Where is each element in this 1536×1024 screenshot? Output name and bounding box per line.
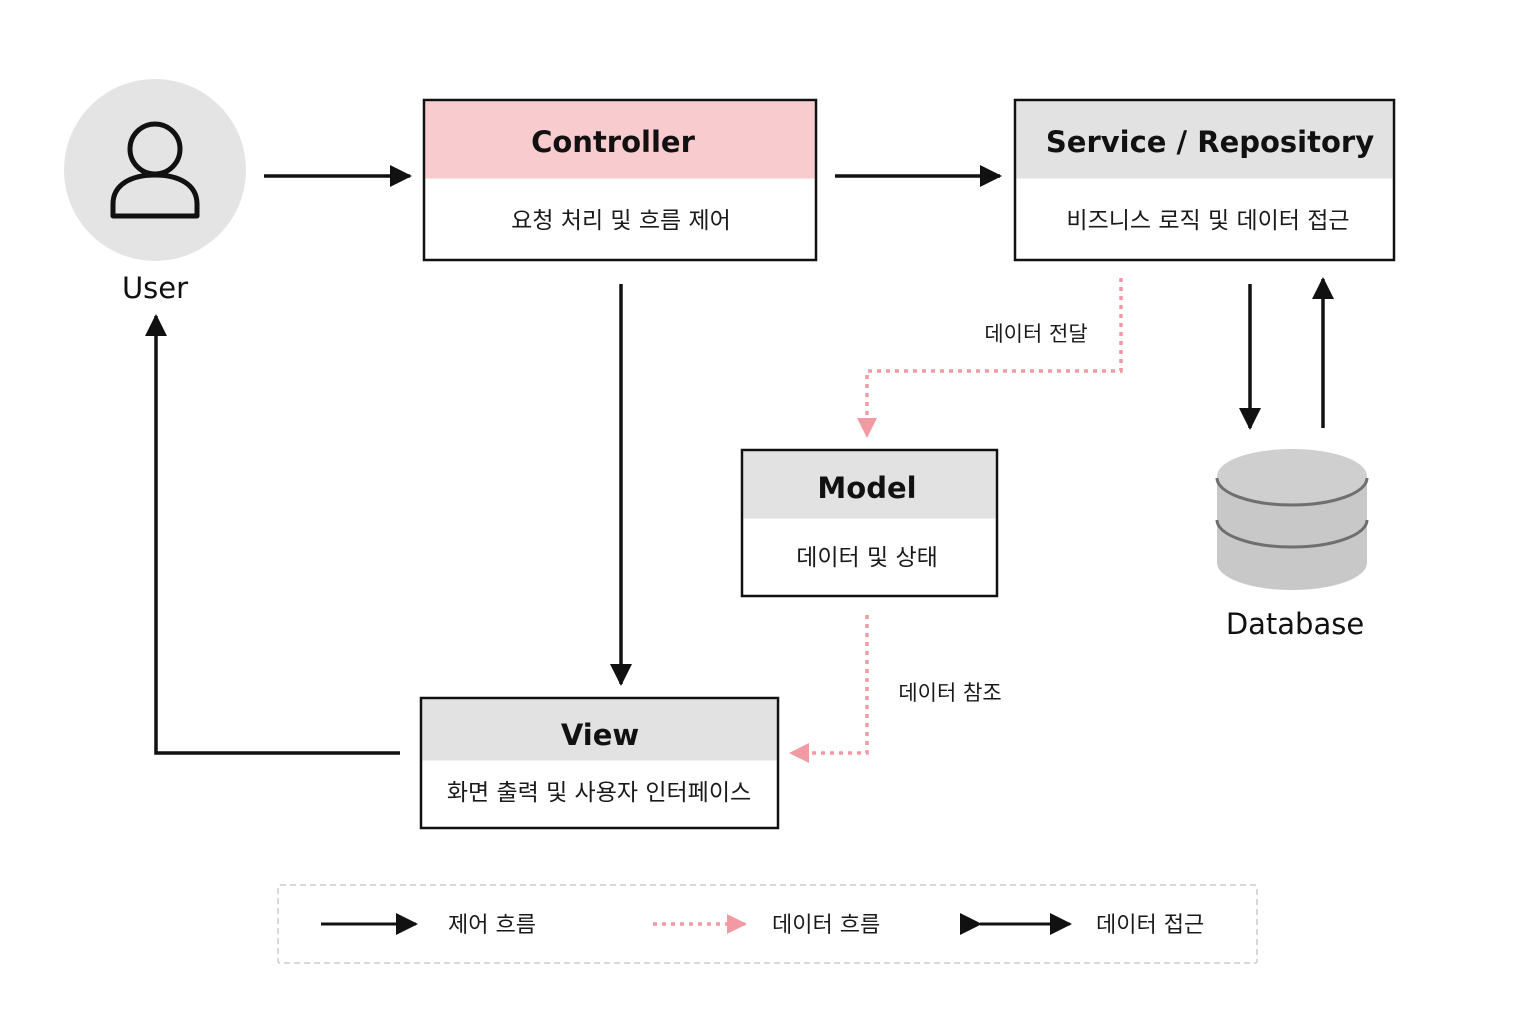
view-box[interactable]: View 화면 출력 및 사용자 인터페이스 [419, 696, 780, 830]
controller-header [425, 101, 815, 179]
legend-control-flow-label: 제어 흐름 [448, 913, 536, 938]
user-label: User [122, 271, 188, 305]
legend-item-control-flow: 제어 흐름 [321, 913, 536, 938]
view-subtitle: 화면 출력 및 사용자 인터페이스 [447, 780, 751, 806]
service-repository-box[interactable]: Service / Repository 비즈니스 로직 및 데이터 접근 [1013, 98, 1396, 262]
database-node[interactable]: Database [1215, 449, 1369, 641]
legend-data-flow-label: 데이터 흐름 [772, 913, 880, 938]
controller-title: Controller [531, 125, 695, 159]
service-subtitle: 비즈니스 로직 및 데이터 접근 [1066, 208, 1349, 234]
legend: 제어 흐름 데이터 흐름 데이터 접근 [277, 884, 1258, 964]
user-avatar-circle [64, 79, 246, 261]
model-box[interactable]: Model 데이터 및 상태 [740, 448, 999, 598]
legend-data-access-label: 데이터 접근 [1096, 913, 1204, 938]
arrow-service-to-model-data [857, 278, 1123, 438]
user-icon [110, 121, 200, 219]
service-header [1016, 101, 1393, 179]
edge-label-data-transfer: 데이터 전달 [984, 322, 1087, 346]
edge-label-data-reference: 데이터 참조 [898, 681, 1001, 705]
arrow-view-to-user [145, 314, 400, 755]
controller-subtitle: 요청 처리 및 흐름 제어 [511, 208, 731, 234]
model-subtitle: 데이터 및 상태 [796, 545, 938, 571]
database-icon [1215, 449, 1369, 590]
arrow-model-to-view-data [789, 615, 869, 763]
database-label: Database [1226, 607, 1364, 641]
service-title: Service / Repository [1046, 125, 1374, 159]
user-node[interactable]: User [64, 79, 246, 305]
legend-frame [277, 884, 1258, 964]
view-title: View [561, 718, 639, 752]
legend-item-data-access: 데이터 접근 [960, 913, 1204, 938]
model-title: Model [817, 471, 916, 505]
view-header [422, 699, 777, 761]
model-header [743, 451, 996, 519]
legend-item-data-flow: 데이터 흐름 [653, 913, 880, 938]
controller-box[interactable]: Controller 요청 처리 및 흐름 제어 [422, 98, 818, 262]
